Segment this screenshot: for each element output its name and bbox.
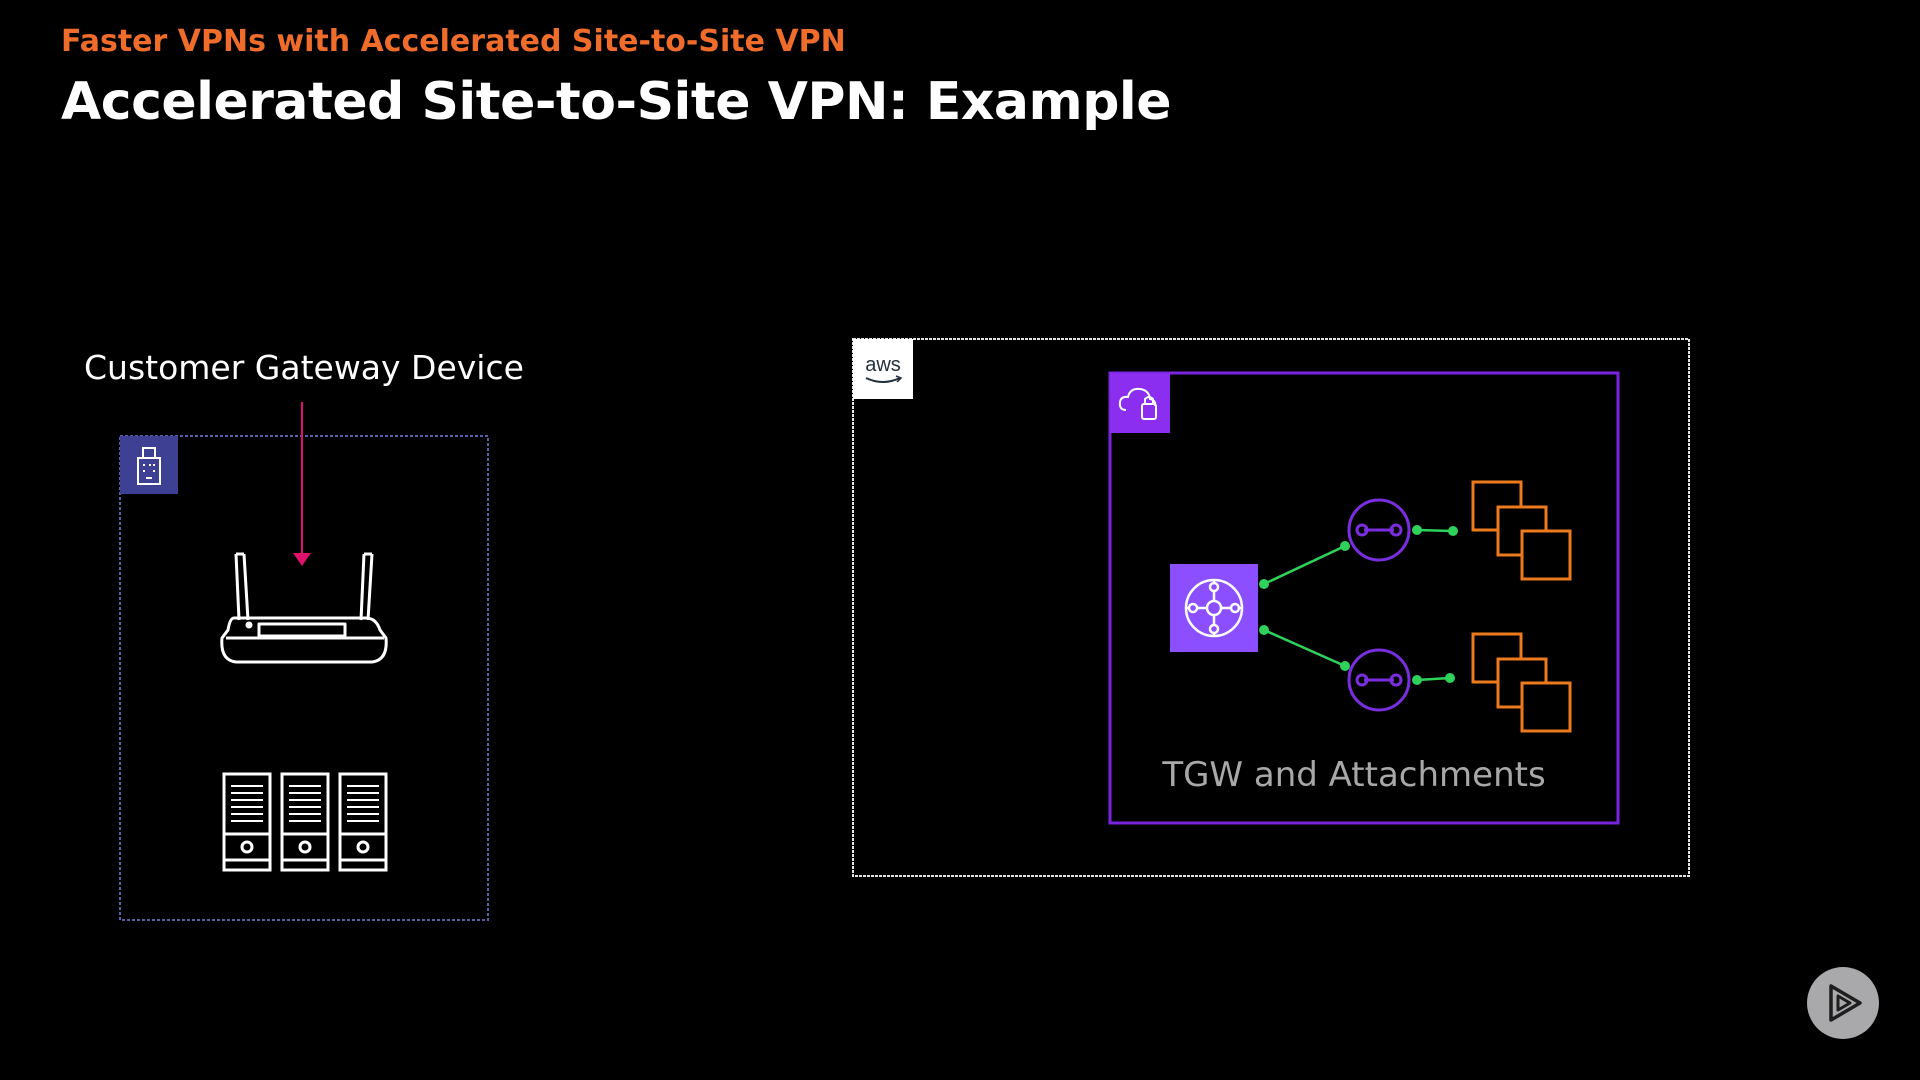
router-icon	[220, 552, 388, 664]
vpc-attachment-icon	[1347, 648, 1411, 712]
aws-cloud-border	[852, 338, 1690, 877]
ec2-instances-icon	[1471, 480, 1572, 581]
customer-gateway-label: Customer Gateway Device	[84, 348, 524, 387]
servers-icon	[222, 772, 388, 872]
attachment-connectors	[1259, 525, 1458, 685]
svg-text:aws: aws	[865, 354, 901, 376]
aws-cloud-group: aws	[852, 338, 1690, 877]
gateway-pointer-arrow	[293, 402, 311, 566]
corporate-data-center-border	[119, 435, 489, 921]
tgw-attachments-label: TGW and Attachments	[1162, 755, 1546, 795]
aws-logo: aws	[853, 339, 913, 399]
vpc-border	[1108, 371, 1620, 825]
ec2-instances-icon	[1471, 632, 1572, 733]
vpc-icon	[1110, 373, 1170, 433]
player-play-button[interactable]	[1807, 967, 1879, 1039]
corporate-data-center-group	[119, 402, 489, 921]
transit-gateway-icon	[1170, 564, 1258, 652]
vpc-attachment-icon	[1347, 498, 1411, 562]
corporate-data-center-icon	[120, 436, 178, 494]
pluralsight-play-icon	[1829, 984, 1862, 1022]
section-subtitle: Faster VPNs with Accelerated Site-to-Sit…	[61, 24, 846, 59]
slide-title: Accelerated Site-to-Site VPN: Example	[61, 72, 1172, 132]
